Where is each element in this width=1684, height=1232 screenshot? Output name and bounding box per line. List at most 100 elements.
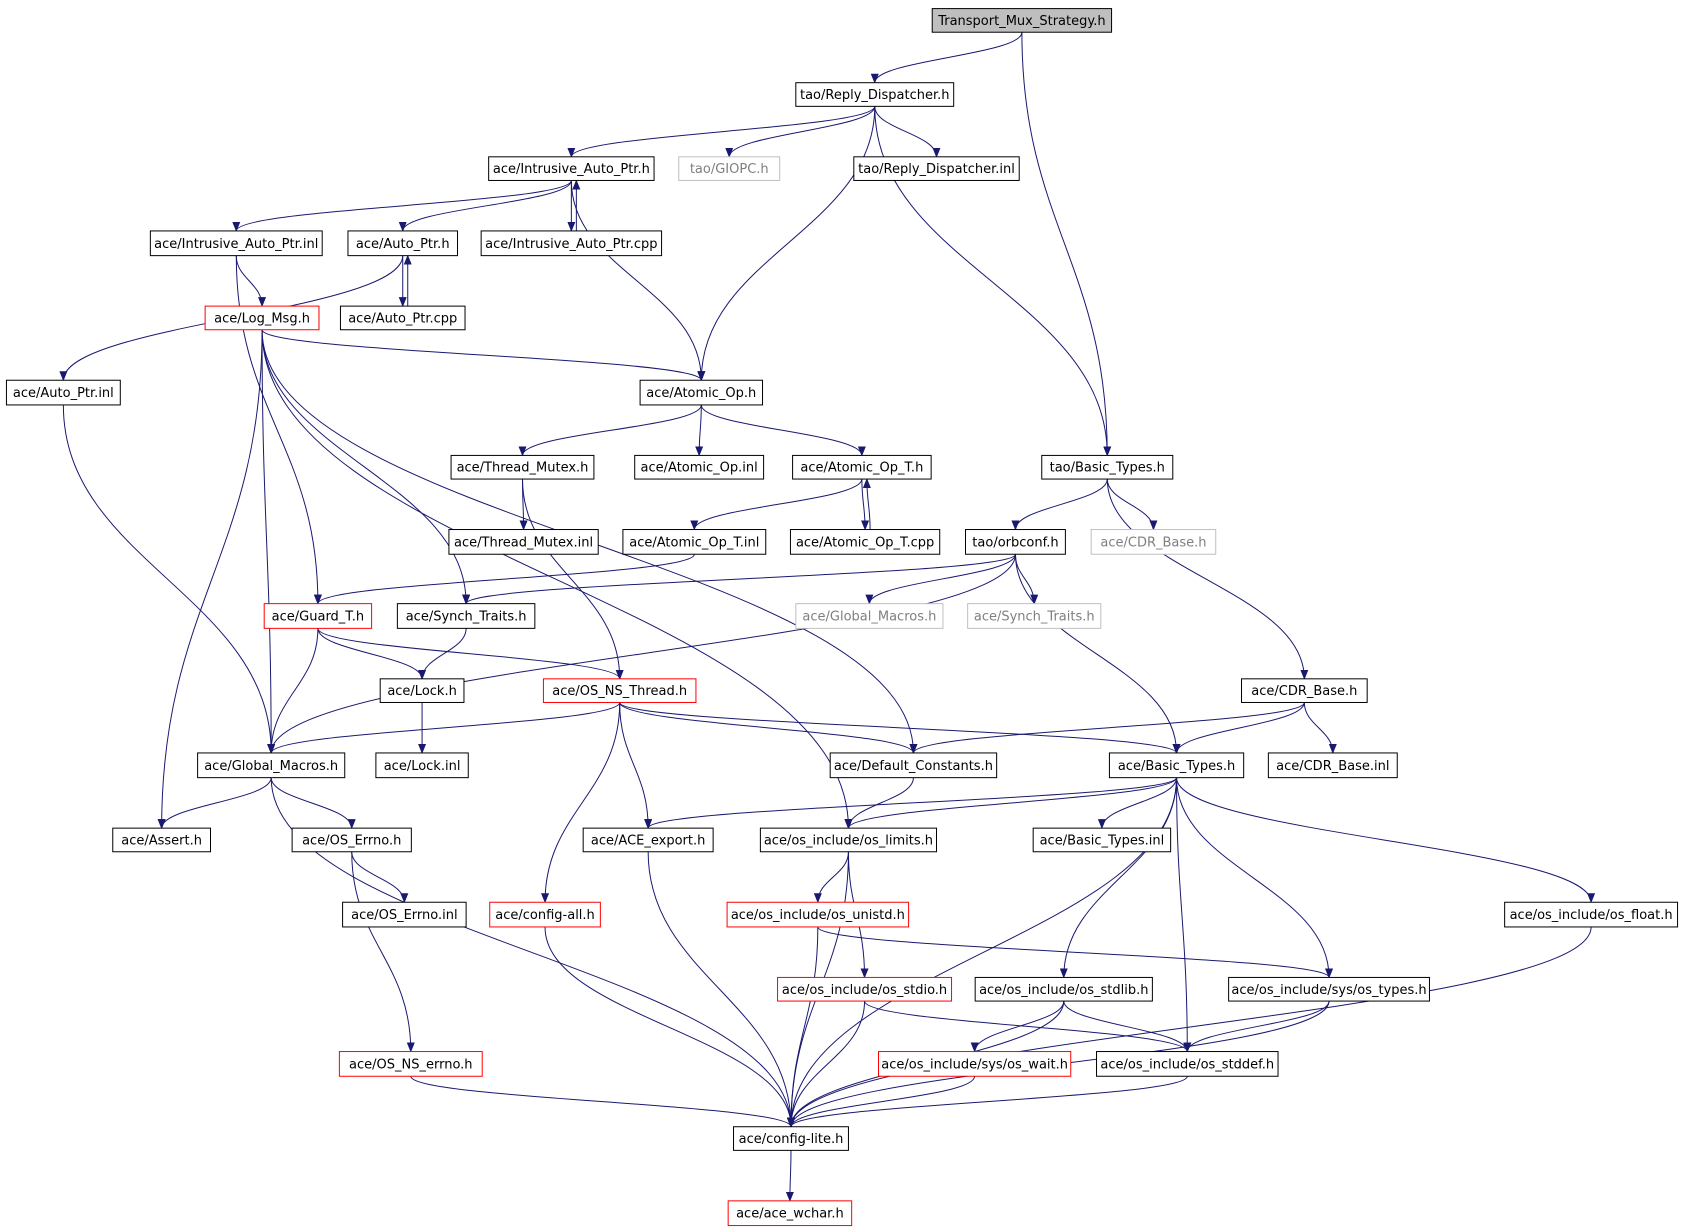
node-ace_ace_export_h[interactable]: ace/ACE_export.h <box>582 827 714 853</box>
node-box-ace_guard_t_h <box>263 603 373 629</box>
node-box-ace_thread_mutex_h <box>450 454 595 480</box>
node-ace_os_include_os_stdlib_h[interactable]: ace/os_include/os_stdlib.h <box>974 976 1153 1002</box>
node-ace_intrusive_auto_ptr_cpp[interactable]: ace/Intrusive_Auto_Ptr.cpp <box>480 230 663 257</box>
node-label-ace_auto_ptr_h: ace/Auto_Ptr.h <box>356 237 450 252</box>
node-box-ace_os_errno_inl <box>342 901 467 928</box>
node-ace_intrusive_auto_ptr_inl[interactable]: ace/Intrusive_Auto_Ptr.inl <box>149 230 323 257</box>
node-ace_auto_ptr_h[interactable]: ace/Auto_Ptr.h <box>347 230 459 257</box>
dependency-edge-tao_orbconf_h-to-ace_synch_traits_h_ext <box>1014 554 1039 605</box>
node-transport_mux_strategy_h[interactable]: Transport_Mux_Strategy.h <box>931 8 1113 33</box>
node-ace_auto_ptr_inl[interactable]: ace/Auto_Ptr.inl <box>5 379 121 406</box>
node-ace_basic_types_h[interactable]: ace/Basic_Types.h <box>1108 752 1245 779</box>
node-box-tao_giopc_h <box>678 156 781 181</box>
node-ace_basic_types_inl[interactable]: ace/Basic_Types.inl <box>1032 827 1172 853</box>
node-ace_log_msg_h[interactable]: ace/Log_Msg.h <box>204 305 320 331</box>
node-label-ace_synch_traits_h_ext: ace/Synch_Traits.h <box>974 610 1095 625</box>
node-box-ace_global_macros_h_ext <box>795 603 944 629</box>
node-ace_lock_inl[interactable]: ace/Lock.inl <box>375 752 469 779</box>
node-label-tao_orbconf_h: tao/orbconf.h <box>972 535 1058 550</box>
node-box-ace_os_include_os_float_h <box>1504 901 1679 928</box>
node-box-ace_os_include_os_limits_h <box>759 827 938 853</box>
dependency-edge-ace_guard_t_h-to-ace_os_ns_thread_h <box>317 628 624 680</box>
node-box-ace_default_constants_h <box>829 752 998 779</box>
node-tao_orbconf_h[interactable]: tao/orbconf.h <box>965 529 1066 555</box>
node-label-ace_os_include_os_stdlib_h: ace/os_include/os_stdlib.h <box>979 983 1148 998</box>
node-ace_guard_t_h[interactable]: ace/Guard_T.h <box>263 603 373 629</box>
node-ace_lock_h[interactable]: ace/Lock.h <box>379 678 465 703</box>
node-ace_os_include_os_float_h[interactable]: ace/os_include/os_float.h <box>1504 901 1679 928</box>
dependency-edge-ace_os_include_os_stddef_h-to-ace_config_lite_h <box>787 1075 1188 1128</box>
nodes-layer: Transport_Mux_Strategy.h tao/Reply_Dispat… <box>5 8 1679 1227</box>
node-label-ace_os_include_sys_os_types_h: ace/os_include/sys/os_types.h <box>1231 983 1426 998</box>
dependency-edge-ace_cdr_base_h-to-ace_cdr_base_inl <box>1303 702 1337 754</box>
node-label-ace_cdr_base_inl: ace/CDR_Base.inl <box>1276 759 1389 774</box>
node-ace_os_include_sys_os_wait_h[interactable]: ace/os_include/sys/os_wait.h <box>878 1051 1072 1077</box>
dependency-edge-ace_basic_types_h-to-ace_os_include_os_stddef_h <box>1176 777 1192 1053</box>
node-label-ace_synch_traits_h: ace/Synch_Traits.h <box>406 610 527 625</box>
node-ace_os_include_os_unistd_h[interactable]: ace/os_include/os_unistd.h <box>726 901 910 928</box>
node-label-ace_os_include_sys_os_wait_h: ace/os_include/sys/os_wait.h <box>881 1057 1068 1072</box>
node-ace_intrusive_auto_ptr_h[interactable]: ace/Intrusive_Auto_Ptr.h <box>488 156 655 181</box>
node-label-ace_os_include_os_stdio_h: ace/os_include/os_stdio.h <box>782 983 947 998</box>
node-ace_os_include_os_stdio_h[interactable]: ace/os_include/os_stdio.h <box>777 976 953 1002</box>
node-ace_cdr_base_inl[interactable]: ace/CDR_Base.inl <box>1267 752 1398 779</box>
node-ace_os_errno_h[interactable]: ace/OS_Errno.h <box>291 827 412 853</box>
node-label-ace_thread_mutex_inl: ace/Thread_Mutex.inl <box>454 535 593 550</box>
node-tao_basic_types_h[interactable]: tao/Basic_Types.h <box>1041 454 1174 480</box>
node-ace_global_macros_h[interactable]: ace/Global_Macros.h <box>197 752 346 779</box>
node-tao_reply_dispatcher_h[interactable]: tao/Reply_Dispatcher.h <box>795 82 955 107</box>
node-ace_atomic_op_inl[interactable]: ace/Atomic_Op.inl <box>634 454 765 480</box>
node-ace_os_errno_inl[interactable]: ace/OS_Errno.inl <box>342 901 467 928</box>
node-ace_config_all_h[interactable]: ace/config-all.h <box>489 901 601 928</box>
node-label-ace_log_msg_h: ace/Log_Msg.h <box>214 311 310 326</box>
dependency-edge-ace_config_lite_h-to-ace_ace_wchar_h <box>785 1150 794 1202</box>
node-label-ace_os_ns_errno_h: ace/OS_NS_errno.h <box>349 1057 473 1072</box>
node-box-ace_os_ns_thread_h <box>542 678 697 703</box>
dependency-edge-ace_os_ns_thread_h-to-ace_config_all_h <box>541 702 621 904</box>
node-ace_auto_ptr_cpp[interactable]: ace/Auto_Ptr.cpp <box>339 305 466 331</box>
node-ace_cdr_base_h[interactable]: ace/CDR_Base.h <box>1241 678 1368 703</box>
dependency-edge-ace_cdr_base_h-to-ace_basic_types_h <box>1172 702 1305 754</box>
node-tao_reply_dispatcher_inl[interactable]: tao/Reply_Dispatcher.inl <box>853 156 1020 181</box>
node-ace_os_include_os_limits_h[interactable]: ace/os_include/os_limits.h <box>759 827 938 853</box>
node-box-transport_mux_strategy_h <box>931 8 1113 33</box>
node-box-ace_ace_wchar_h <box>727 1200 853 1227</box>
node-ace_os_ns_errno_h[interactable]: ace/OS_NS_errno.h <box>338 1051 483 1077</box>
node-box-ace_auto_ptr_cpp <box>339 305 466 331</box>
node-label-ace_os_errno_h: ace/OS_Errno.h <box>302 833 401 848</box>
node-ace_assert_h[interactable]: ace/Assert.h <box>112 827 211 853</box>
dependency-edge-ace_basic_types_h-to-ace_ace_export_h <box>644 777 1178 830</box>
node-box-ace_lock_h <box>379 678 465 703</box>
node-ace_os_ns_thread_h[interactable]: ace/OS_NS_Thread.h <box>542 678 697 703</box>
node-box-ace_atomic_op_h <box>639 379 764 406</box>
dependency-edge-ace_os_ns_thread_h-to-ace_default_constants_h <box>619 702 918 754</box>
node-ace_thread_mutex_h[interactable]: ace/Thread_Mutex.h <box>450 454 595 480</box>
dependency-edge-ace_atomic_op_t_h-to-ace_atomic_op_t_inl <box>690 478 863 531</box>
dependency-edge-tao_orbconf_h-to-ace_global_macros_h <box>267 554 1016 754</box>
edges-layer <box>59 32 1596 1202</box>
dependency-edge-ace_log_msg_h-to-ace_synch_traits_h <box>261 329 471 605</box>
node-ace_ace_wchar_h[interactable]: ace/ace_wchar.h <box>727 1200 853 1227</box>
node-box-ace_os_errno_h <box>291 827 412 853</box>
node-box-tao_reply_dispatcher_h <box>795 82 955 107</box>
node-ace_os_include_os_stddef_h[interactable]: ace/os_include/os_stddef.h <box>1096 1051 1279 1077</box>
dependency-edge-ace_log_msg_h-to-ace_os_include_os_limits_h <box>261 329 853 830</box>
node-box-ace_os_include_os_stddef_h <box>1096 1051 1279 1077</box>
node-ace_thread_mutex_inl[interactable]: ace/Thread_Mutex.inl <box>448 529 599 555</box>
node-ace_atomic_op_t_inl[interactable]: ace/Atomic_Op_T.inl <box>622 529 767 555</box>
dependency-edge-tao_basic_types_h-to-ace_cdr_base_h <box>1106 479 1309 680</box>
node-box-ace_basic_types_inl <box>1032 827 1172 853</box>
node-ace_atomic_op_t_h[interactable]: ace/Atomic_Op_T.h <box>792 454 932 480</box>
node-ace_atomic_op_t_cpp[interactable]: ace/Atomic_Op_T.cpp <box>789 529 941 555</box>
node-box-ace_auto_ptr_inl <box>5 379 121 406</box>
node-ace_default_constants_h[interactable]: ace/Default_Constants.h <box>829 752 998 779</box>
node-ace_atomic_op_h[interactable]: ace/Atomic_Op.h <box>639 379 764 406</box>
node-box-ace_global_macros_h <box>197 752 346 779</box>
node-ace_os_include_sys_os_types_h[interactable]: ace/os_include/sys/os_types.h <box>1228 976 1430 1002</box>
dependency-edge-ace_guard_t_h-to-ace_lock_h <box>317 628 427 680</box>
node-label-ace_basic_types_inl: ace/Basic_Types.inl <box>1040 833 1165 848</box>
dependency-edge-ace_os_ns_errno_h-to-ace_config_lite_h <box>410 1075 795 1128</box>
node-ace_config_lite_h[interactable]: ace/config-lite.h <box>733 1126 849 1151</box>
dependency-edge-tao_orbconf_h-to-ace_basic_types_h <box>1014 554 1181 754</box>
node-ace_synch_traits_h[interactable]: ace/Synch_Traits.h <box>396 603 536 629</box>
